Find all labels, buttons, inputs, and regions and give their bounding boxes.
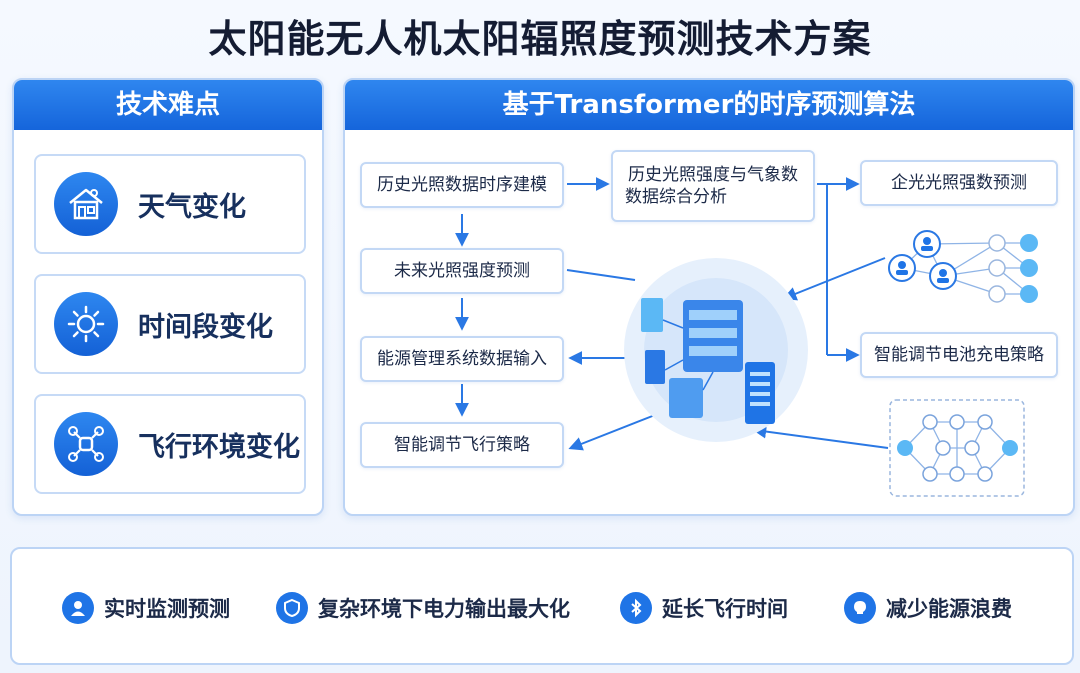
- flow-connectors: [455, 177, 1038, 497]
- benefits-bar: 实时监测预测 复杂环境下电力输出最大化 延长飞行时间 减少能源浪费: [10, 547, 1074, 665]
- bluetooth-icon: [620, 592, 652, 624]
- bulb-icon: [844, 592, 876, 624]
- algorithm-panel: 基于Transformer的时序预测算法: [343, 78, 1075, 516]
- difficulty-time: 时间段变化: [34, 274, 306, 374]
- node-energy-input: 能源管理系统数据输入: [360, 336, 564, 382]
- node-history-modeling: 历史光照数据时序建模: [360, 162, 564, 208]
- difficulties-panel: 技术难点 天气变化 时间段变化: [12, 78, 324, 516]
- person-icon: [62, 592, 94, 624]
- graph-network-icon: [889, 399, 1025, 497]
- neural-network-icon: [888, 230, 1038, 303]
- difficulty-label: 时间段变化: [138, 311, 273, 343]
- page-title: 太阳能无人机太阳辐照度预测技术方案: [208, 17, 872, 61]
- drone-icon: [54, 412, 118, 476]
- algorithm-header: 基于Transformer的时序预测算法: [345, 80, 1073, 130]
- shield-icon: [276, 592, 308, 624]
- difficulty-flight-env: 飞行环境变化: [34, 394, 306, 494]
- node-combined-analysis: 历史光照强度与气象数 数据综合分析: [611, 150, 815, 222]
- node-future-prediction: 未来光照强度预测: [360, 248, 564, 294]
- difficulty-weather: 天气变化: [34, 154, 306, 254]
- benefit-item: 复杂环境下电力输出最大化: [276, 591, 570, 625]
- difficulty-label: 天气变化: [138, 191, 246, 223]
- server-cluster-icon: [624, 258, 808, 442]
- benefit-item: 实时监测预测: [62, 591, 230, 625]
- sun-icon: [54, 292, 118, 356]
- node-battery-strategy: 智能调节电池充电策略: [860, 332, 1058, 378]
- house-icon: [54, 172, 118, 236]
- node-light-prediction: 企光光照强数预测: [860, 160, 1058, 206]
- node-flight-strategy: 智能调节飞行策略: [360, 422, 564, 468]
- benefit-item: 减少能源浪费: [844, 591, 1012, 625]
- difficulties-header: 技术难点: [14, 80, 322, 130]
- difficulty-label: 飞行环境变化: [138, 431, 300, 463]
- benefit-item: 延长飞行时间: [620, 591, 788, 625]
